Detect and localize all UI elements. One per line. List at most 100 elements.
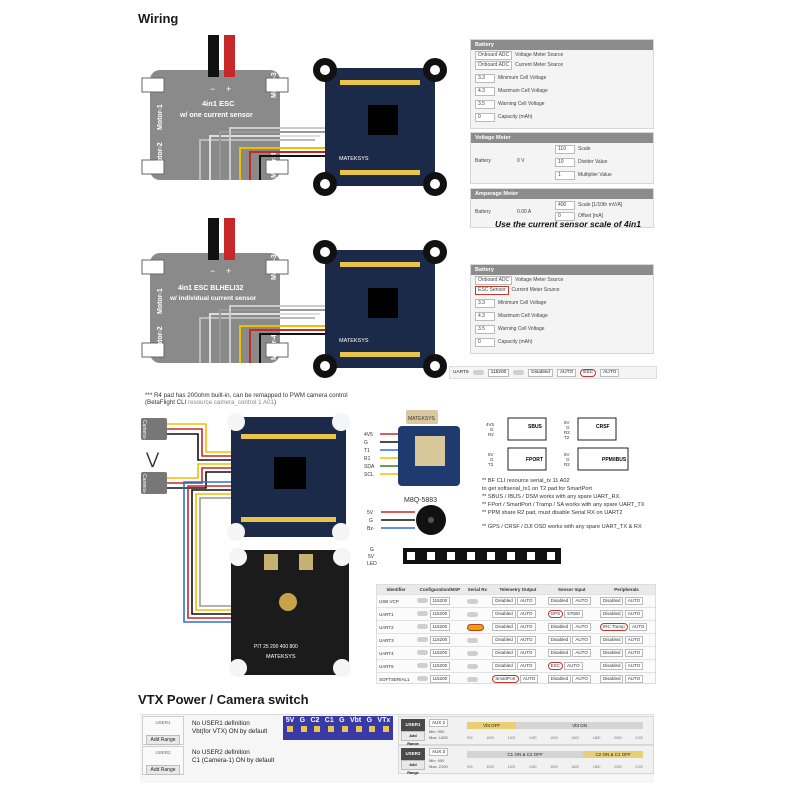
msp-toggle[interactable] [417,663,429,669]
serial-rx-toggle[interactable] [466,650,478,656]
telemetry-select[interactable]: Disabled [492,597,516,605]
sensor-select[interactable]: Disabled [547,649,572,657]
sensor-baud-select[interactable]: 57600 [564,610,583,618]
sensor-select[interactable]: ESC [547,662,563,670]
msp-toggle[interactable] [417,676,429,682]
uart6-baud[interactable]: 115200 [487,368,510,377]
rx-blocks-svg: 4V5 G R2 SBUS CRSF 5V G R2 T2 FPORT 5V G… [486,417,629,471]
port-baud-select[interactable]: 115200 [429,597,451,605]
range2-add-button[interactable]: Add Range [401,760,425,775]
peripheral-baud-select[interactable]: AUTO [624,636,644,644]
peripheral-select[interactable]: Disabled [599,636,624,644]
sensor-select[interactable]: Disabled [547,636,572,644]
serial-rx-toggle[interactable] [466,623,484,631]
warn-cell-input-2[interactable]: 3.5 [475,324,495,334]
port-baud-select[interactable]: 115200 [429,610,451,618]
min-cell-input[interactable]: 3.3 [475,73,495,83]
sensor-select[interactable]: Disabled [547,597,572,605]
uart6-sensor-baud[interactable]: AUTO [600,368,620,377]
range1-aux-select[interactable]: AUX 2 [429,719,449,727]
peripheral-select[interactable]: Disabled [599,597,624,605]
scale-tick: 2100 [635,765,643,769]
scale-tick: 1600 [571,736,580,740]
sensor-baud-select[interactable]: AUTO [572,623,591,631]
peripheral-baud-select[interactable]: AUTO [624,610,644,618]
amperage-scale-input[interactable]: 400 [555,200,575,210]
uart6-telemetry[interactable]: Disabled [528,368,553,377]
amperage-offset-input[interactable]: 0 [555,211,575,221]
peripheral-select[interactable]: IRC Tramp [599,623,628,631]
port-baud-select[interactable]: 115200 [429,636,451,644]
peripheral-select[interactable]: Disabled [599,675,624,683]
peripheral-select[interactable]: Disabled [599,649,624,657]
msp-toggle[interactable] [417,637,429,643]
uart6-msp-toggle[interactable] [472,370,484,375]
capacity-input[interactable]: 0 [475,112,495,122]
port-baud-select[interactable]: 115200 [429,623,451,631]
capacity-input-2[interactable]: 0 [475,337,495,347]
port-baud-select[interactable]: 115200 [429,649,451,657]
range2-track[interactable]: C1 ON & C2 OFF C2 ON & C1 OFF [467,751,643,758]
sensor-select[interactable]: GPS [547,610,564,618]
telemetry-select[interactable]: SmartPort [492,675,519,683]
peripheral-select[interactable]: Disabled [599,662,624,670]
sensor-baud-select[interactable]: AUTO [564,662,583,670]
voltage-scale-input[interactable]: 110 [555,144,575,154]
peripheral-baud-select[interactable]: AUTO [624,662,644,670]
telemetry-select[interactable]: Disabled [492,610,516,618]
telemetry-baud-select[interactable]: AUTO [517,662,536,670]
sensor-select[interactable]: Disabled [547,623,572,631]
peripheral-select[interactable]: Disabled [599,610,624,618]
serial-rx-toggle[interactable] [466,663,478,669]
sensor-select[interactable]: Disabled [547,675,572,683]
serial-rx-toggle[interactable] [466,637,478,643]
telemetry-select[interactable]: Disabled [492,636,516,644]
max-cell-input-2[interactable]: 4.3 [475,311,495,321]
telemetry-baud-select[interactable]: AUTO [519,675,539,683]
serial-rx-toggle[interactable] [466,611,478,617]
port-baud-select[interactable]: 115200 [429,662,451,670]
uart6-sensor[interactable]: ESC [580,368,597,377]
voltage-source-select[interactable]: Onboard ADC [475,50,513,60]
user1-add-range-button[interactable]: Add Range [146,735,180,745]
sensor-baud-select[interactable]: AUTO [572,649,591,657]
peripheral-baud-select[interactable]: AUTO [624,675,644,683]
multiplier-input[interactable]: 1 [555,170,575,180]
telemetry-baud-select[interactable]: AUTO [517,610,536,618]
uart6-telemetry-baud[interactable]: AUTO [556,368,577,377]
current-source-select-2[interactable]: ESC Sensor [475,285,509,295]
msp-toggle[interactable] [417,611,429,617]
telemetry-select[interactable]: Disabled [492,649,516,657]
telemetry-baud-select[interactable]: AUTO [517,623,536,631]
msp-toggle[interactable] [417,650,429,656]
port-baud-select[interactable]: 115200 [429,675,451,683]
scale-tick: 2000 [614,765,622,769]
serial-rx-toggle[interactable] [466,598,478,604]
telemetry-baud-select[interactable]: AUTO [517,597,536,605]
msp-toggle[interactable] [417,624,429,630]
min-cell-input-2[interactable]: 3.3 [475,298,495,308]
max-cell-input[interactable]: 4.3 [475,86,495,96]
range1-add-button[interactable]: Add Range [401,731,425,746]
peripheral-baud-select[interactable]: AUTO [624,649,644,657]
uart6-rx-toggle[interactable] [513,370,525,375]
telemetry-select[interactable]: Disabled [492,662,516,670]
sensor-baud-select[interactable]: AUTO [572,675,591,683]
voltage-source-select-2[interactable]: Onboard ADC [475,275,513,285]
peripheral-baud-select[interactable]: AUTO [628,623,648,631]
user2-add-range-button[interactable]: Add Range [146,765,180,775]
telemetry-baud-select[interactable]: AUTO [517,636,536,644]
range2-aux-select[interactable]: AUX 3 [429,748,449,756]
sensor-baud-select[interactable]: AUTO [572,597,591,605]
telemetry-select[interactable]: Disabled [492,623,516,631]
sensor-baud-select[interactable]: AUTO [572,636,591,644]
range1-track[interactable]: Vbt OFF Vbt ON [467,722,643,729]
current-source-select[interactable]: Onboard ADC [475,60,513,70]
telemetry-baud-select[interactable]: AUTO [517,649,536,657]
warn-cell-input[interactable]: 3.5 [475,99,495,109]
msp-toggle[interactable] [417,598,429,604]
divider-input[interactable]: 10 [555,157,575,167]
serial-rx-toggle[interactable] [466,676,478,682]
peripheral-baud-select[interactable]: AUTO [624,597,644,605]
